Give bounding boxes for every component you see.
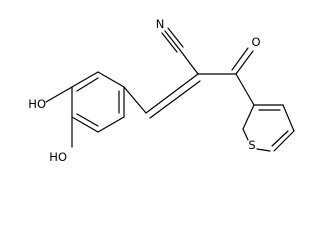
ring-bond <box>71 116 99 133</box>
nitrile-triple-bond <box>167 27 184 48</box>
alkene-double-bond-inner <box>149 80 201 119</box>
thiophene-ring <box>242 104 295 152</box>
ring-bond <box>273 130 295 152</box>
ring-bond <box>256 148 271 152</box>
carbonyl-to-thiophene-bond <box>235 73 255 106</box>
carbonyl-double-bond <box>235 50 254 75</box>
ketone-oxygen-label: O <box>251 35 260 49</box>
ring-bond <box>97 116 125 133</box>
hydroxyl-bond-top <box>45 86 73 103</box>
nitrile-nitrogen-label: N <box>156 17 165 31</box>
ring-double-bond <box>271 130 289 147</box>
ring-bond <box>242 128 249 141</box>
ring-bond <box>282 104 295 132</box>
ring-double-bond <box>76 77 99 92</box>
ring-bond <box>97 71 125 88</box>
nitrile-triple-bond <box>161 32 178 53</box>
carbonyl-double-bond <box>231 47 249 71</box>
nitrile-single-bond <box>179 49 199 75</box>
nitrile-triple-bond <box>164 30 181 51</box>
thiophene-sulfur-label: S <box>248 138 255 152</box>
ring-bond <box>242 104 255 130</box>
molecule-diagram: N O S HO HO <box>28 17 295 164</box>
hydroxyl-top-label: HO <box>28 97 46 111</box>
hydroxyl-bottom-label: HO <box>49 150 67 164</box>
ring-bond <box>71 71 99 88</box>
catechol-ring <box>71 71 125 133</box>
ring-double-bond <box>76 113 99 127</box>
ring-to-vinyl-bond <box>123 86 147 114</box>
alkene-double-bond <box>145 73 199 114</box>
